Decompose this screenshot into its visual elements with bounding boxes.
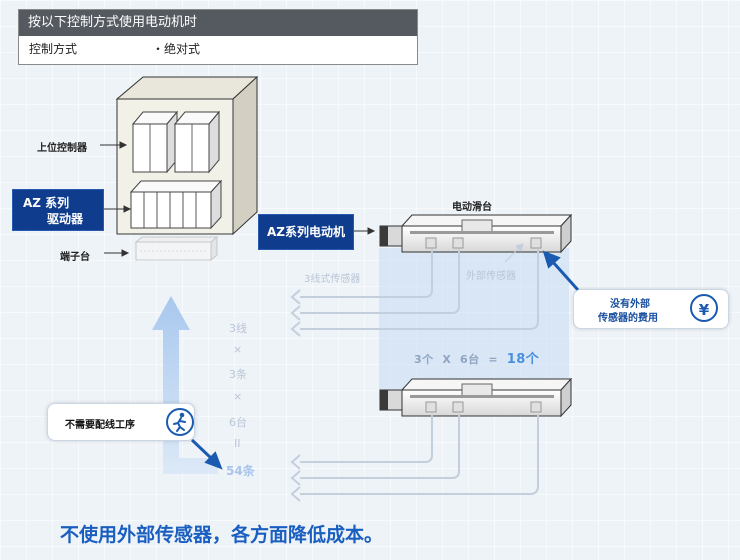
terminal-block-label: 端子台 xyxy=(60,252,90,263)
no-sensor-cost-line1: 没有外部 xyxy=(610,299,650,310)
external-sensor-pointer xyxy=(504,243,524,263)
footer-slogan: 不使用外部传感器，各方面降低成本。 xyxy=(60,524,384,546)
terminal-block xyxy=(134,235,219,262)
yen-icon: ¥ xyxy=(690,294,718,322)
az-driver-badge: AZ 系列 驱动器 xyxy=(12,189,104,231)
sensor-times: X xyxy=(442,353,452,366)
upward-arrow xyxy=(152,296,218,474)
no-sensor-cost-callout: 没有外部 传感器的费用 ¥ xyxy=(573,289,729,329)
no-sensor-cost-line2: 传感器的费用 xyxy=(598,313,658,324)
control-method-row: 控制方式 ・绝对式 xyxy=(19,36,417,63)
control-method-value: ・绝对式 xyxy=(152,42,201,56)
external-sensor-label: 外部传感器 xyxy=(466,271,516,282)
control-cabinet xyxy=(115,75,259,236)
calc-times-1: × xyxy=(233,343,243,356)
electric-slide-label: 电动滑台 xyxy=(452,202,492,213)
control-method-label: 控制方式 xyxy=(29,42,78,56)
az-driver-badge-line2: 驱动器 xyxy=(47,212,84,226)
sensor-count-calc: 3个 X 6台 = 18个 xyxy=(414,348,539,367)
calc-pieces: 3条 xyxy=(229,368,247,381)
three-wire-sensor-label: 3线式传感器 xyxy=(304,274,361,285)
control-method-box: 按以下控制方式使用电动机时 控制方式 ・绝对式 xyxy=(18,9,418,65)
sensor-wires-bottom xyxy=(290,414,539,502)
wiring-pointer-arrow xyxy=(190,438,223,470)
electric-slide-bottom xyxy=(379,377,573,418)
no-wiring-text: 不需要配线工序 xyxy=(65,420,135,431)
calc-equals: II xyxy=(234,437,241,450)
control-method-header: 按以下控制方式使用电动机时 xyxy=(19,10,417,36)
host-controller-label: 上位控制器 xyxy=(37,143,87,154)
calc-wires: 3线 xyxy=(229,322,247,335)
sensor-total: 18个 xyxy=(506,352,540,367)
worker-icon xyxy=(166,408,194,436)
label-arrows xyxy=(100,141,376,257)
az-driver-badge-line1: AZ 系列 xyxy=(23,196,70,210)
calc-times-2: × xyxy=(233,390,243,403)
az-motor-badge: AZ系列电动机 xyxy=(258,214,354,250)
driver-modules xyxy=(129,179,223,230)
electric-slide-top xyxy=(379,213,573,254)
no-wiring-callout: 不需要配线工序 xyxy=(47,403,195,441)
calc-units: 6台 xyxy=(229,416,247,429)
sensor-units: 6台 xyxy=(459,353,480,366)
cost-pointer-arrow xyxy=(542,250,580,292)
calc-total-wires: 54条 xyxy=(226,464,255,478)
sensor-wires-top xyxy=(290,249,539,337)
host-controller-module xyxy=(131,110,221,174)
sensor-count: 3个 xyxy=(414,353,434,366)
sensor-equals: = xyxy=(488,353,499,366)
